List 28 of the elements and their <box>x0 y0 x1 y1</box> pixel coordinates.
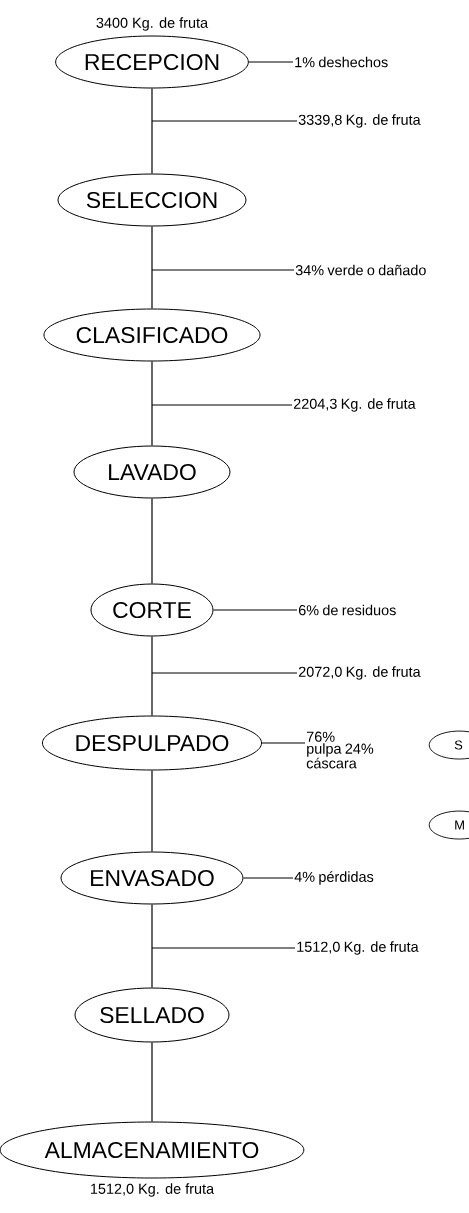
side-label: 2204,3 Kg. de fruta <box>293 398 416 412</box>
quantity-label: 1512,0 Kg. de fruta <box>91 1183 215 1197</box>
leader-line <box>151 672 298 674</box>
leader-line <box>151 269 295 271</box>
leader-line <box>151 1041 153 1123</box>
leader-line <box>151 360 153 447</box>
side-label: 3339,8 Kg. de fruta <box>298 114 421 128</box>
leader-line <box>151 635 153 717</box>
side-label: 2072,0 Kg. de fruta <box>298 666 421 680</box>
side-label: 4% pérdidas <box>294 871 374 885</box>
leader-line <box>261 742 306 744</box>
leader-line <box>151 87 153 175</box>
leader-line <box>151 947 296 949</box>
leader-line <box>248 61 294 63</box>
side-label: 1512,0 Kg. de fruta <box>297 941 419 955</box>
leader-line <box>242 877 294 879</box>
leader-line <box>151 225 153 310</box>
leader-line <box>151 769 153 853</box>
leader-line <box>151 497 153 585</box>
side-label: 76% pulpa 24% cáscara <box>306 731 374 769</box>
side-label: 34% verde o dañado <box>295 264 426 276</box>
leader-line <box>151 120 298 122</box>
leader-line <box>151 903 153 989</box>
quantity-label: 3400 Kg. de fruta <box>96 17 209 31</box>
side-label: 6% de residuos <box>298 604 396 616</box>
side-label: 1% deshechos <box>295 56 388 68</box>
leader-line <box>151 404 293 406</box>
leader-line <box>212 609 298 611</box>
